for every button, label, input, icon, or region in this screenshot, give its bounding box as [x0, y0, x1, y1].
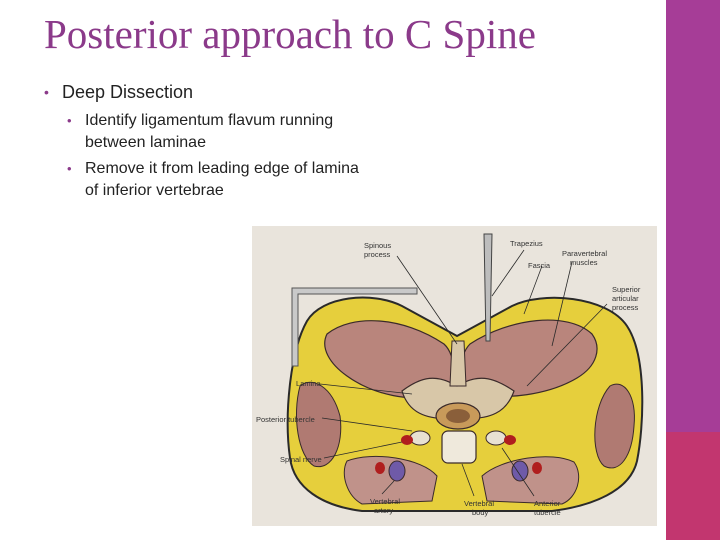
label-vertebral-body: Vertebral — [464, 499, 494, 508]
anterior-muscle-left — [343, 455, 438, 505]
vessel-left — [375, 462, 385, 474]
label-process: process — [612, 303, 639, 312]
spinous-process — [449, 340, 467, 387]
label-process: process — [364, 250, 391, 259]
label-posterior-tubercle: Posterior tubercle — [256, 415, 315, 424]
spinal-cord-inner — [446, 409, 470, 423]
label-muscles: muscles — [570, 258, 598, 267]
lateral-muscle-left — [295, 381, 342, 468]
label-trapezius: Trapezius — [510, 239, 543, 248]
bullet-list: Deep Dissection Identify ligamentum flav… — [44, 80, 644, 202]
sidebar-band — [666, 0, 720, 540]
vertebral-body — [441, 430, 477, 464]
label-lamina: Lamina — [296, 379, 321, 388]
sidebar-accent — [666, 432, 720, 540]
subbullet-item: Remove it from leading edge of lamina of… — [67, 158, 375, 202]
vessel-right — [532, 462, 542, 474]
label-tubercle: tubercle — [534, 508, 561, 517]
artery-left — [388, 460, 406, 482]
artery-right — [511, 460, 529, 482]
label-spinal-nerve: Spinal nerve — [280, 455, 322, 464]
lateral-muscle-right — [594, 383, 635, 469]
slide-title: Posterior approach to C Spine — [44, 11, 536, 57]
tubercle-left — [409, 430, 431, 446]
label-articular: articular — [612, 294, 639, 303]
tubercle-right — [485, 430, 507, 446]
nerve-right — [504, 435, 516, 445]
cross-section-diagram: Spinous process Trapezius Paravertebral … — [252, 226, 657, 526]
leader-lines — [319, 249, 608, 497]
nerve-left — [401, 435, 413, 445]
bullet-item: Deep Dissection — [44, 80, 644, 104]
anatomy-figure: Spinous process Trapezius Paravertebral … — [252, 226, 657, 526]
label-artery: artery — [374, 506, 393, 515]
label-paravertebral: Paravertebral — [562, 249, 607, 258]
label-body: body — [472, 508, 489, 517]
label-spinous: Spinous — [364, 241, 391, 250]
label-superior: Superior — [612, 285, 641, 294]
label-vertebral: Vertebral — [370, 497, 400, 506]
retractor-left — [291, 287, 418, 367]
subbullet-item: Identify ligamentum flavum running betwe… — [67, 110, 375, 154]
label-fascia: Fascia — [528, 261, 551, 270]
anterior-muscle-right — [481, 456, 580, 505]
label-anterior: Anterior — [534, 499, 561, 508]
lamina-arch — [401, 377, 515, 420]
instrument-probe — [483, 233, 493, 342]
